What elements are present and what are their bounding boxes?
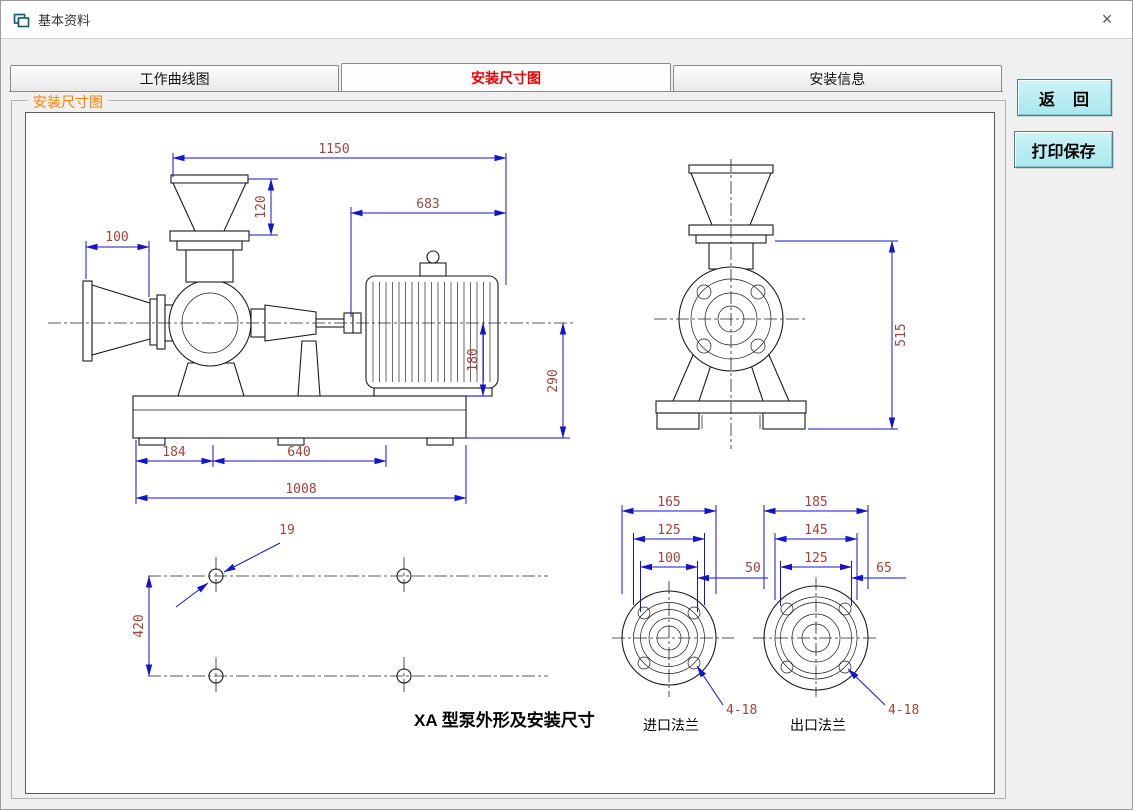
tab-installation-dimensions[interactable]: 安装尺寸图 [341,63,671,91]
dim-overall-length: 1150 [318,142,349,157]
dimension-lines: 1150 683 120 100 180 290 184 640 1008 51… [85,142,919,718]
drawing-canvas: 1150 683 120 100 180 290 184 640 1008 51… [25,112,995,794]
dim-outlet-face: 125 [804,551,827,566]
dim-outlet-od: 185 [804,495,827,510]
dim-row-spacing: 420 [132,614,147,637]
dim-outlet-bcd: 145 [804,523,827,538]
dim-hole-diameter: 19 [279,523,295,538]
titlebar: 基本资料 × [1,1,1132,39]
close-icon[interactable]: × [1101,9,1113,29]
back-button[interactable]: 返 回 [1017,79,1112,116]
tab-strip: 工作曲线图 安装尺寸图 安装信息 [9,63,1003,92]
dim-inlet-od: 165 [657,495,680,510]
tab-working-curve[interactable]: 工作曲线图 [10,65,340,91]
groupbox-installation-drawing: 安装尺寸图 [11,92,1006,799]
window-icon [13,11,30,28]
dim-outlet-holes: 4-18 [888,703,919,718]
dim-inlet-holes: 4-18 [726,703,757,718]
dim-motor-span: 683 [416,197,439,212]
tab-installation-info[interactable]: 安装信息 [672,65,1002,91]
foundation-plan [208,568,412,684]
dim-shaft-height: 180 [466,348,481,371]
side-view [82,174,499,446]
dim-inlet-bcd: 125 [657,523,680,538]
window-title: 基本资料 [38,13,91,28]
dim-foot-span: 640 [287,445,310,460]
dim-suction-length: 100 [105,230,128,245]
drawing-caption: XA 型泵外形及安装尺寸 [414,710,595,730]
dim-outlet-half: 65 [876,561,892,576]
dim-foot-left: 184 [162,445,186,460]
dim-front-height: 515 [894,323,909,346]
inlet-flange-label: 进口法兰 [643,717,699,733]
installation-drawing: 1150 683 120 100 180 290 184 640 1008 51… [48,142,919,733]
dim-inlet-face: 100 [657,551,680,566]
dim-inlet-half: 50 [745,561,761,576]
dim-outlet-drop: 120 [254,195,269,218]
groupbox-title: 安装尺寸图 [28,92,108,112]
center-lines [48,159,879,697]
dim-base-length: 1008 [285,482,316,497]
outlet-flange-label: 出口法兰 [790,717,846,733]
print-save-button[interactable]: 打印保存 [1014,131,1113,168]
dim-center-height: 290 [546,369,561,392]
